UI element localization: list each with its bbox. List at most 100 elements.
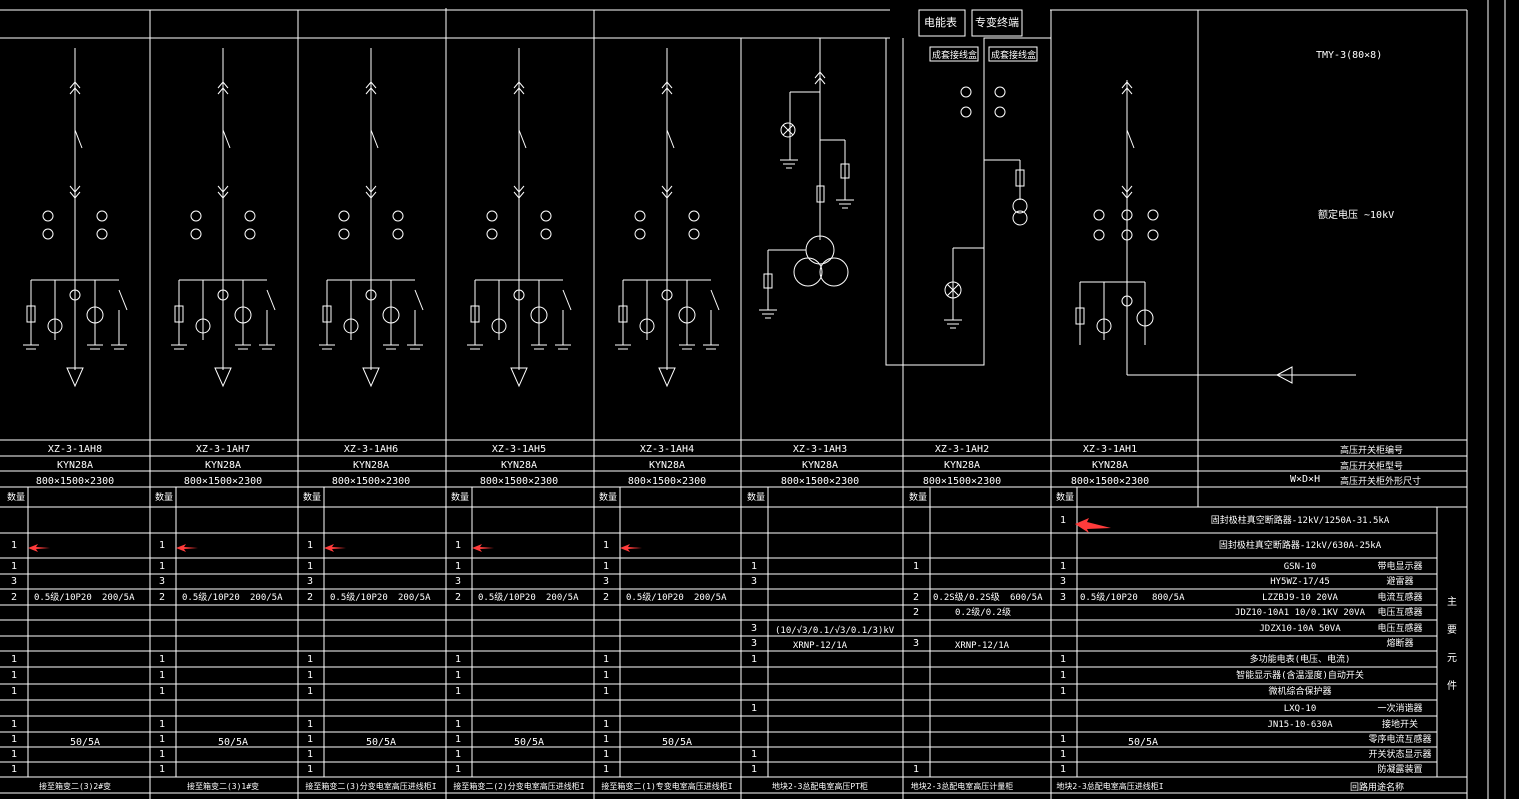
panel-dims: 800×1500×2300 <box>332 476 410 487</box>
panel-model: KYN28A <box>649 460 685 471</box>
item-name: JDZX10-10A 50VA <box>1259 624 1341 634</box>
qty-value: 2 <box>603 592 609 603</box>
pt-ratio: (10/√3/0.1/√3/0.1/3)kV <box>775 625 895 636</box>
ct-ratio: 600/5A <box>1010 593 1043 603</box>
qty-value: 3 <box>751 638 757 649</box>
panel-model: KYN28A <box>802 460 838 471</box>
item-type: 避雷器 <box>1386 575 1413 587</box>
qty-value: 1 <box>11 540 17 551</box>
qty-value: 1 <box>455 749 461 760</box>
qty-value: 3 <box>751 576 757 587</box>
pt-spec: 0.2级/0.2级 <box>955 606 1011 618</box>
qty-value: 3 <box>603 576 609 587</box>
feeder-circuit <box>171 48 276 388</box>
item-type: 熔断器 <box>1386 637 1413 649</box>
special-circuits <box>759 37 1356 384</box>
panel-dims: 800×1500×2300 <box>628 476 706 487</box>
qty-value: 1 <box>603 686 609 697</box>
qty-value: 1 <box>455 654 461 665</box>
item-name: HY5WZ-17/45 <box>1270 577 1330 587</box>
feeder-circuit <box>615 48 720 388</box>
qty-value: 1 <box>913 764 919 775</box>
qty-value: 1 <box>603 764 609 775</box>
qty-value: 1 <box>307 561 313 572</box>
wdh-label: W×D×H <box>1290 474 1321 485</box>
panel-dims: 800×1500×2300 <box>480 476 558 487</box>
panel-dims: 800×1500×2300 <box>36 476 114 487</box>
ct-ratio: 200/5A <box>102 593 135 603</box>
qty-value: 1 <box>751 654 757 665</box>
item-name: 固封极柱真空断路器-12kV/1250A-31.5kA <box>1211 514 1390 526</box>
panel-dims: 800×1500×2300 <box>923 476 1001 487</box>
qty-value: 1 <box>159 670 165 681</box>
zct-ratio: 50/5A <box>1128 737 1158 748</box>
qty-value: 1 <box>159 540 165 551</box>
item-name: GSN-10 <box>1284 562 1317 572</box>
qty-header: 数量 <box>1056 491 1074 503</box>
side-label: 件 <box>1447 680 1457 692</box>
panel-model: KYN28A <box>501 460 537 471</box>
qty-value: 1 <box>307 719 313 730</box>
item-name: JN15-10-630A <box>1267 720 1333 730</box>
qty-value: 2 <box>11 592 17 603</box>
qty-header: 数量 <box>747 491 765 503</box>
panel-code: XZ-3-1AH8 <box>48 444 102 455</box>
item-name: LXQ-10 <box>1284 704 1317 714</box>
qty-value: 1 <box>913 561 919 572</box>
qty-value: 1 <box>751 561 757 572</box>
circuit-purpose: 接至箱变二(3)1#变 <box>187 781 259 791</box>
item-name: 智能显示器(含温湿度)自动开关 <box>1236 669 1364 681</box>
panel-code: XZ-3-1AH7 <box>196 444 250 455</box>
ct-ratio: 800/5A <box>1152 593 1185 603</box>
item-type: 零序电流互感器 <box>1368 733 1431 745</box>
bottom-right-label: 回路用途名称 <box>1350 783 1405 793</box>
qty-value: 1 <box>159 654 165 665</box>
qty-value: 1 <box>307 686 313 697</box>
circuit-purpose: 接至箱变二(3)分变电室高压进线柜I <box>305 781 436 791</box>
wdh-desc: 高压开关柜外形尺寸 <box>1340 477 1422 487</box>
qty-value: 1 <box>455 734 461 745</box>
qty-value: 1 <box>11 654 17 665</box>
qty-value: 1 <box>751 749 757 760</box>
qty-value: 1 <box>1060 670 1066 681</box>
qty-value: 2 <box>159 592 165 603</box>
red-arrow <box>620 544 642 552</box>
qty-value: 1 <box>455 719 461 730</box>
zct-ratio: 50/5A <box>514 737 544 748</box>
red-arrow <box>472 544 494 552</box>
item-type: 电流互感器 <box>1377 591 1422 603</box>
qty-value: 1 <box>455 686 461 697</box>
qty-value: 1 <box>1060 686 1066 697</box>
ct-spec: 0.5级/10P20 <box>182 591 240 603</box>
panel-model: KYN28A <box>205 460 241 471</box>
qty-value: 1 <box>159 734 165 745</box>
item-type: 电压互感器 <box>1377 606 1422 618</box>
panel-model: KYN28A <box>57 460 93 471</box>
item-name: 微机综合保护器 <box>1268 685 1331 697</box>
sub-box-left: 成套接线盒 <box>932 51 978 61</box>
ct-ratio: 200/5A <box>398 593 431 603</box>
panel-code: XZ-3-1AH6 <box>344 444 398 455</box>
qty-header: 数量 <box>599 491 617 503</box>
ct-ratio: 200/5A <box>546 593 579 603</box>
voltage-label: 额定电压 ~10kV <box>1318 210 1395 221</box>
ct-spec: 0.5级/10P20 <box>1080 591 1138 603</box>
circuit-purpose: 接至箱变二(3)2#变 <box>39 781 111 791</box>
header-right-model: 高压开关柜型号 <box>1340 462 1404 472</box>
qty-header: 数量 <box>909 491 927 503</box>
qty-value: 1 <box>1060 654 1066 665</box>
qty-value: 1 <box>1060 515 1066 526</box>
qty-value: 1 <box>455 561 461 572</box>
qty-header: 数量 <box>303 491 321 503</box>
qty-value: 1 <box>11 734 17 745</box>
qty-value: 3 <box>11 576 17 587</box>
meter-box-label: 电能表 <box>924 16 957 29</box>
panel-code: XZ-3-1AH5 <box>492 444 546 455</box>
qty-value: 1 <box>11 719 17 730</box>
header-right-code: 高压开关柜编号 <box>1340 446 1404 456</box>
fuse-spec: XRNP-12/1A <box>793 641 848 651</box>
qty-value: 3 <box>751 623 757 634</box>
ct-spec: 0.5级/10P20 <box>34 591 92 603</box>
